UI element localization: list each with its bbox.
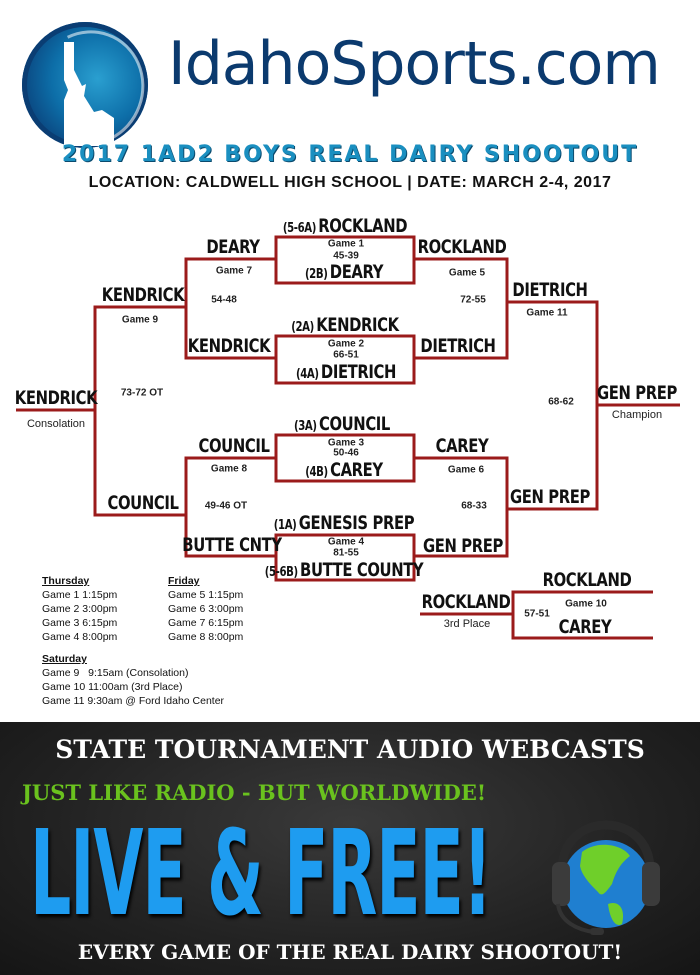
champion-label: Champion [611, 409, 663, 421]
game3-top-team: (3A)COUNCIL [294, 413, 390, 435]
game2-box [274, 334, 416, 385]
game2-label: Game 2 [327, 338, 365, 350]
bracket-lines [16, 235, 680, 640]
game1-box [274, 235, 416, 285]
game2-top-team: (2A)KENDRICK [291, 314, 399, 336]
game11-top-team: DIETRICH [512, 279, 588, 301]
game9-top-team: KENDRICK [101, 284, 185, 306]
banner-headline: STATE TOURNAMENT AUDIO WEBCASTS [55, 735, 645, 764]
schedule-item: Game 4 8:00pm [42, 631, 118, 643]
third-place-winner: ROCKLAND [421, 591, 511, 613]
logo-text: IdahoSports.com [168, 29, 661, 99]
consolation-winner: KENDRICK [14, 387, 98, 409]
game8-score: 49-46 OT [204, 500, 248, 512]
consolation-label: Consolation [26, 418, 86, 430]
game10-label: Game 10 [565, 598, 607, 610]
game2-bottom-team: (4A)DIETRICH [295, 361, 397, 383]
schedule-heading: Thursday [42, 575, 90, 587]
game10-top-team: ROCKLAND [542, 569, 632, 591]
game11-bottom-team: GEN PREP [510, 486, 590, 508]
game6-bottom-team: GEN PREP [423, 535, 503, 557]
banner-tagline: JUST LIKE RADIO - BUT WORLDWIDE! [22, 780, 487, 805]
game5-score: 72-55 [460, 294, 486, 306]
banner-live-free: LIVE & FREE! [30, 804, 492, 942]
game6-top-team: CAREY [435, 435, 489, 457]
game3-label: Game 3 [327, 437, 365, 449]
game7-bottom-team: KENDRICK [187, 335, 271, 357]
game8-bracket [184, 456, 276, 558]
game5-top-team: ROCKLAND [417, 236, 507, 258]
game5-bottom-team: DIETRICH [420, 335, 496, 357]
game1-label: Game 1 [327, 238, 365, 250]
champion-winner: GEN PREP [597, 382, 677, 404]
game4-label: Game 4 [327, 536, 365, 548]
game8-top-team: COUNCIL [198, 435, 270, 457]
game11-score: 68-62 [548, 396, 574, 408]
game1-top-team: (5-6A)ROCKLAND [282, 215, 408, 237]
game7-label: Game 7 [215, 265, 253, 277]
game9-label: Game 9 [121, 314, 159, 326]
schedule-item: Game 8 8:00pm [168, 631, 244, 643]
game7-score: 54-48 [211, 294, 237, 306]
game1-score: 45-39 [333, 250, 359, 262]
game4-score: 81-55 [333, 547, 359, 559]
schedule-item: Game 3 6:15pm [42, 617, 118, 629]
game3-box [274, 433, 416, 483]
game4-top-team: (1A)GENESIS PREP [273, 512, 415, 534]
idaho-state-icon [64, 42, 114, 146]
schedule-heading: Friday [168, 575, 200, 587]
game5-bracket [414, 257, 509, 360]
page-title: 2017 1AD2 BOYS REAL DAIRY SHOOTOUT [61, 142, 639, 167]
schedule-item: Game 10 11:00am (3rd Place) [42, 681, 183, 693]
banner-footer: EVERY GAME OF THE REAL DAIRY SHOOTOUT! [77, 940, 623, 964]
game10-bottom-team: CAREY [558, 616, 612, 638]
game10-score: 57-51 [524, 608, 550, 620]
game6-label: Game 6 [447, 464, 485, 476]
schedule-friday: Friday Game 5 1:15pm Game 6 3:00pm Game … [168, 574, 243, 644]
location-date: LOCATION: CALDWELL HIGH SCHOOL | DATE: M… [88, 174, 612, 191]
game11-label: Game 11 [526, 307, 568, 319]
game9-bottom-team: COUNCIL [107, 492, 179, 514]
schedule-item: Game 9 9:15am (Consolation) [42, 667, 189, 679]
game9-bracket [93, 305, 186, 517]
game8-label: Game 8 [210, 463, 248, 475]
game1-bottom-team: (2B)DEARY [304, 261, 384, 283]
third-place-label: 3rd Place [443, 618, 491, 630]
globe-headphones-icon [552, 820, 660, 935]
schedule-item: Game 7 6:15pm [168, 617, 244, 629]
schedule-item: Game 1 1:15pm [42, 589, 118, 601]
schedule-item: Game 11 9:30am @ Ford Idaho Center [42, 695, 225, 707]
game6-bracket [414, 456, 509, 558]
schedule-item: Game 2 3:00pm [42, 603, 118, 615]
schedule-heading: Saturday [42, 653, 87, 665]
game7-top-team: DEARY [206, 236, 260, 258]
game5-label: Game 5 [448, 267, 486, 279]
game6-score: 68-33 [461, 500, 487, 512]
schedule-saturday: Saturday Game 9 9:15am (Consolation) Gam… [42, 652, 224, 708]
game4-bottom-team: (5-6B)BUTTE COUNTY [264, 559, 424, 581]
game3-score: 50-46 [333, 447, 359, 459]
game4-box [274, 533, 416, 582]
game10-bracket [511, 590, 653, 640]
schedule-item: Game 6 3:00pm [168, 603, 244, 615]
game3-bottom-team: (4B)CAREY [305, 459, 383, 481]
schedule-item: Game 5 1:15pm [168, 589, 244, 601]
game2-score: 66-51 [333, 349, 359, 361]
schedule-thursday: Thursday Game 1 1:15pm Game 2 3:00pm Gam… [42, 574, 117, 644]
game9-score: 73-72 OT [120, 387, 164, 399]
game8-bottom-team: BUTTE CNTY [182, 534, 282, 556]
